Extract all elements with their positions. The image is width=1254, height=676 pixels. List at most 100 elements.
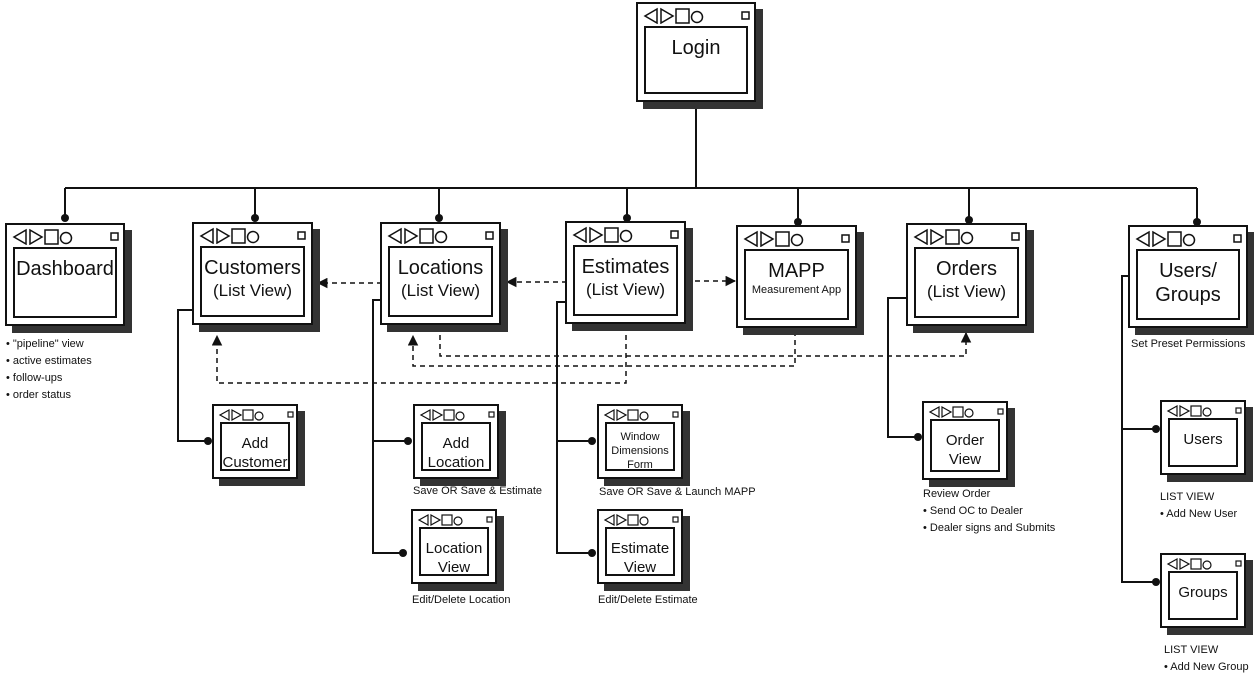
groups-window[interactable]: Groups <box>1160 553 1246 628</box>
window-dimensions-note: Save OR Save & Launch MAPP <box>599 486 756 498</box>
back-arrow-icon <box>572 226 587 243</box>
back-arrow-icon <box>417 513 429 527</box>
close-box-icon <box>672 516 679 523</box>
circle-icon <box>619 229 633 243</box>
square-icon <box>1167 231 1182 247</box>
groups-notes: LIST VIEW • Add New Group <box>1164 642 1249 676</box>
circle-icon <box>964 408 974 418</box>
back-arrow-icon <box>1166 404 1178 418</box>
add-location-title: Add <box>442 435 470 452</box>
order-view-notes: Review Order • Send OC to Dealer • Deale… <box>923 486 1055 537</box>
window-titlebar <box>603 513 679 531</box>
mapp-subtitle: Measurement App <box>751 284 842 296</box>
forward-arrow-icon <box>930 228 945 245</box>
dashboard-title: Dashboard <box>16 258 114 280</box>
login-window[interactable]: Login <box>636 2 756 102</box>
note-line: • active estimates <box>6 355 92 367</box>
close-box-icon <box>486 516 493 523</box>
window-titlebar <box>198 226 307 244</box>
close-box-icon <box>297 231 306 240</box>
close-box-icon <box>1233 234 1242 243</box>
locations-subtitle: (List View) <box>400 281 481 300</box>
orders-title: Orders <box>935 258 998 280</box>
forward-arrow-icon <box>216 227 231 244</box>
window-titlebar <box>417 513 493 531</box>
dashboard-window[interactable]: Dashboard <box>5 223 125 326</box>
close-box-icon <box>485 231 494 240</box>
back-arrow-icon <box>419 408 431 422</box>
estimate-view-title-line2: View <box>623 559 657 576</box>
forward-arrow-icon <box>760 230 775 247</box>
estimates-window[interactable]: Estimates(List View) <box>565 221 686 324</box>
back-arrow-icon <box>913 228 928 245</box>
users-groups-window[interactable]: Users/Groups <box>1128 225 1248 328</box>
window-titlebar <box>218 408 294 426</box>
note-line: • follow-ups <box>6 372 63 384</box>
users-groups-note: Set Preset Permissions <box>1131 338 1246 350</box>
square-icon <box>1190 405 1202 417</box>
mapp-title: MAPP <box>768 260 825 282</box>
circle-icon <box>453 516 463 526</box>
back-arrow-icon <box>603 513 615 527</box>
close-box-icon <box>672 411 679 418</box>
back-arrow-icon <box>1166 557 1178 571</box>
note-line: LIST VIEW <box>1164 644 1219 656</box>
square-icon <box>945 229 960 245</box>
users-title: Users <box>1183 431 1223 448</box>
window-titlebar <box>603 408 679 426</box>
login-title: Login <box>671 37 721 59</box>
customers-subtitle: (List View) <box>212 281 293 300</box>
back-arrow-icon <box>218 408 230 422</box>
window-titlebar <box>419 408 495 426</box>
note-line: • Dealer signs and Submits <box>923 522 1056 534</box>
circle-icon <box>59 231 73 245</box>
window-titlebar <box>1166 557 1242 575</box>
orders-window[interactable]: Orders (List View) <box>906 223 1027 326</box>
square-icon <box>627 514 639 526</box>
estimate-view-title: Estimate <box>610 540 670 557</box>
back-arrow-icon <box>387 227 402 244</box>
back-arrow-icon <box>1135 230 1150 247</box>
window-titlebar <box>742 229 851 247</box>
square-icon <box>231 228 246 244</box>
close-box-icon <box>110 232 119 241</box>
note-line: • "pipeline" view <box>6 338 84 350</box>
forward-arrow-icon <box>589 226 604 243</box>
circle-icon <box>455 411 465 421</box>
close-box-icon <box>997 408 1004 415</box>
mapp-window[interactable]: MAPP Measurement App <box>736 225 857 328</box>
square-icon <box>419 228 434 244</box>
dashboard-notes: • "pipeline" view • active estimates • f… <box>6 336 92 404</box>
back-arrow-icon <box>643 7 658 24</box>
window-titlebar <box>642 6 750 24</box>
note-line: • Send OC to Dealer <box>923 505 1023 517</box>
circle-icon <box>1202 560 1212 570</box>
orders-subtitle: (List View) <box>926 282 1007 301</box>
customers-window[interactable]: Customers(List View) <box>192 222 313 325</box>
users-groups-title-line2: Groups <box>1155 284 1221 306</box>
window-titlebar <box>1166 404 1242 422</box>
users-window[interactable]: Users <box>1160 400 1246 475</box>
location-view-title: Location <box>425 540 483 557</box>
window-titlebar <box>571 225 680 243</box>
forward-arrow-icon <box>616 513 628 527</box>
close-box-icon <box>1011 232 1020 241</box>
close-box-icon <box>287 411 294 418</box>
window-dimensions-title-line2: Dimensions <box>611 445 669 457</box>
window-titlebar <box>928 405 1004 423</box>
back-arrow-icon <box>928 405 940 419</box>
square-icon <box>627 409 639 421</box>
add-location-title-line2: Location <box>427 454 485 471</box>
forward-arrow-icon <box>1152 230 1167 247</box>
locations-title: Locations <box>397 257 484 279</box>
forward-arrow-icon <box>1179 404 1191 418</box>
locations-window[interactable]: Locations (List View) <box>380 222 501 325</box>
estimates-title: Estimates <box>581 256 670 278</box>
circle-icon <box>1202 407 1212 417</box>
